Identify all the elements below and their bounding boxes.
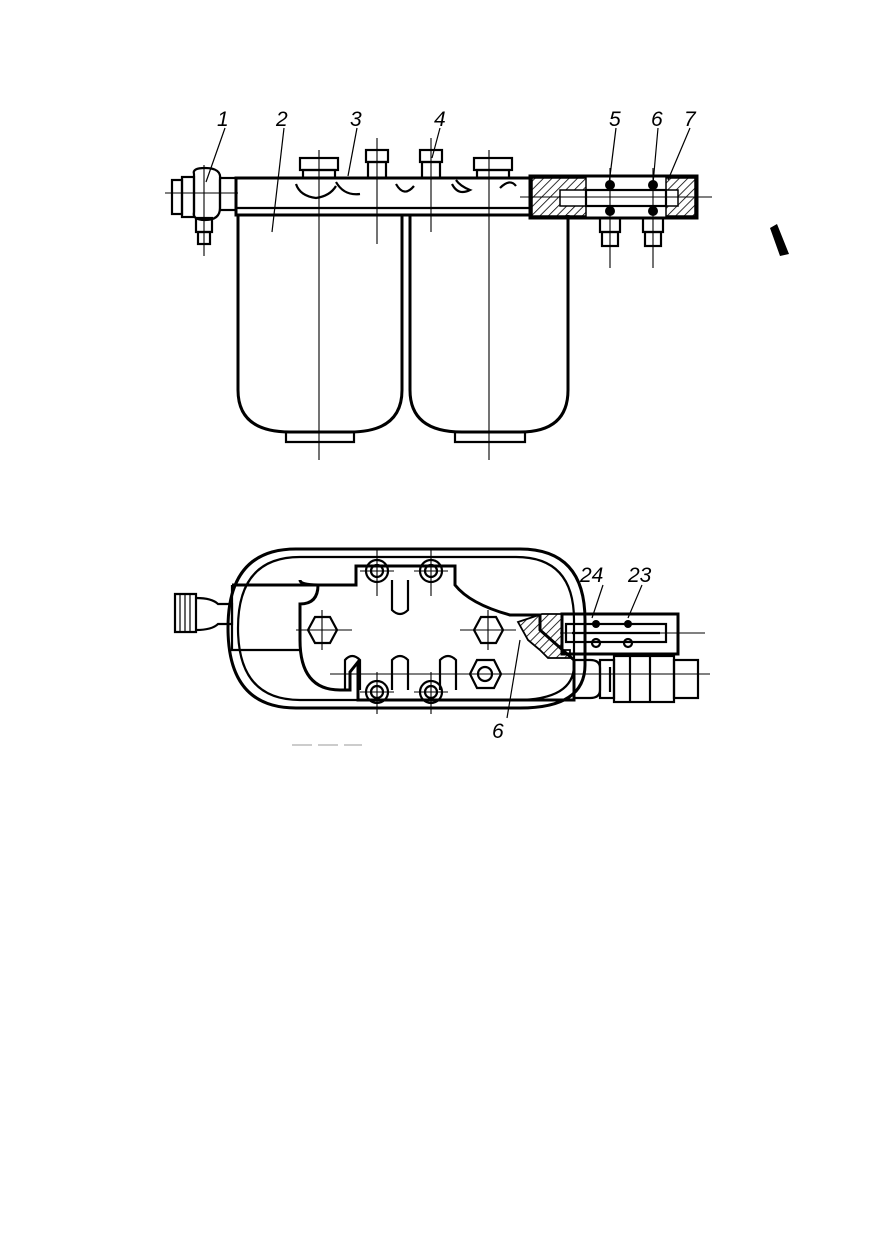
filter-bowl-right	[408, 150, 570, 460]
plan-valve-block	[516, 612, 705, 704]
callout-2: 2	[275, 108, 288, 131]
plan-view: 24 23 6	[173, 547, 710, 743]
callout-24: 24	[579, 564, 603, 587]
filter-bowl-left	[236, 150, 404, 460]
callout-6-bottom: 6	[492, 720, 504, 743]
bleed-plug-left	[364, 138, 390, 244]
side-view: 1 2 3 4 5 6 7	[165, 108, 712, 460]
bleed-plug-right	[418, 138, 444, 232]
inlet-adapter	[173, 592, 234, 634]
hex-nut-left	[296, 610, 352, 650]
callout-7: 7	[684, 108, 697, 131]
bolt-bottom-left	[360, 672, 394, 714]
bowl-outline	[226, 547, 587, 710]
callout-1: 1	[217, 108, 229, 131]
callout-23: 23	[627, 564, 652, 587]
callout-6: 6	[651, 108, 663, 131]
head-flange	[232, 564, 576, 702]
hex-nut-right	[460, 610, 516, 650]
leader-lines-bottom	[506, 584, 643, 719]
inlet-fitting	[165, 165, 238, 256]
callout-5: 5	[609, 108, 621, 131]
callout-4: 4	[434, 108, 446, 131]
callout-3: 3	[350, 108, 362, 131]
bolt-top-right	[414, 548, 448, 596]
bolt-bottom-right	[414, 672, 448, 714]
stray-mark	[770, 224, 789, 256]
valve-block	[520, 168, 712, 268]
leader-lines-top	[205, 127, 691, 233]
bolt-top-left	[360, 548, 394, 596]
